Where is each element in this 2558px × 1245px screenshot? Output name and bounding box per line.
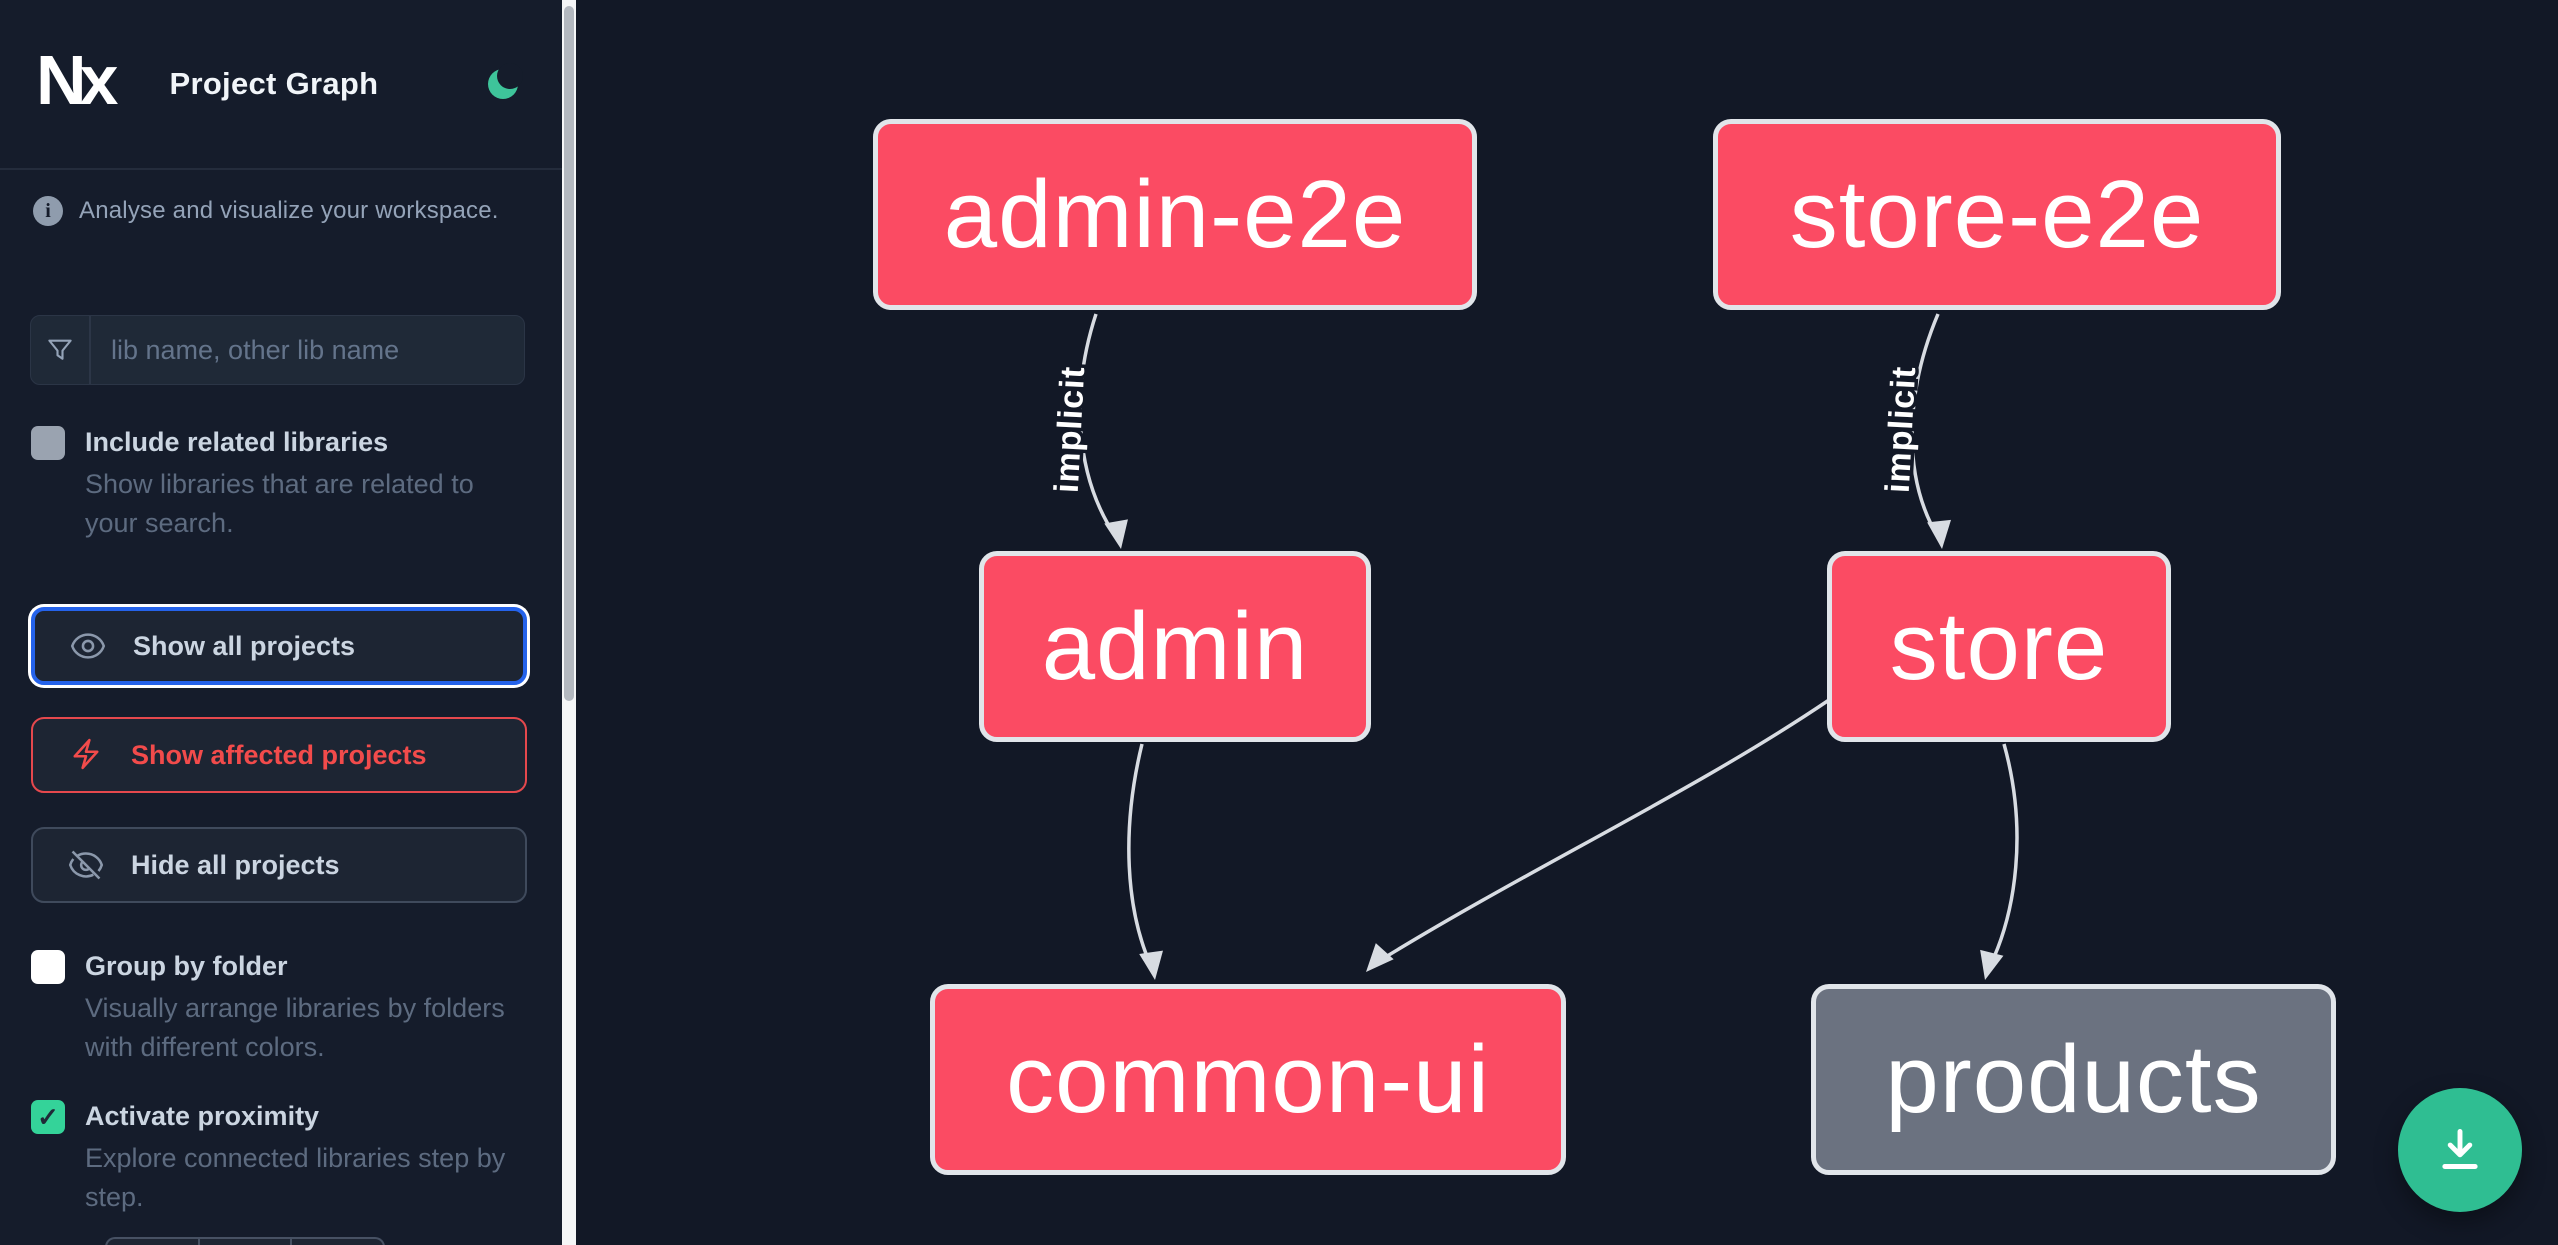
activate-proximity-checkbox[interactable]: ✓	[31, 1100, 65, 1134]
graph-node-common-ui[interactable]: common-ui	[930, 984, 1566, 1175]
stepper-segment[interactable]	[107, 1239, 200, 1245]
sidebar-header: Nx Project Graph	[0, 0, 562, 170]
show-affected-projects-button[interactable]: Show affected projects	[31, 717, 527, 793]
stepper-segment[interactable]	[200, 1239, 293, 1245]
activate-proximity-description: Explore connected libraries step by step…	[85, 1143, 506, 1212]
filter-funnel-icon	[31, 316, 91, 384]
search-input[interactable]	[91, 316, 524, 384]
include-related-description: Show libraries that are related to your …	[85, 469, 474, 538]
include-related-row: Include related libraries Show libraries…	[31, 424, 536, 543]
sidebar-bottom-stepper-partial[interactable]	[105, 1237, 385, 1245]
include-related-checkbox[interactable]	[31, 426, 65, 460]
sidebar-scrollbar[interactable]	[562, 0, 576, 1245]
graph-node-admin-e2e[interactable]: admin-e2e	[873, 119, 1477, 310]
group-by-folder-checkbox[interactable]	[31, 950, 65, 984]
edge-admin-e2e-to-admin[interactable]	[1078, 313, 1133, 551]
moon-icon	[484, 62, 524, 106]
include-related-label: Include related libraries	[85, 427, 389, 457]
edge-admin-to-common-ui[interactable]	[1127, 743, 1167, 982]
theme-toggle-button[interactable]	[482, 62, 526, 106]
scrollbar-thumb[interactable]	[564, 6, 574, 701]
edge-store-to-products[interactable]	[1973, 743, 2019, 983]
download-graph-button[interactable]	[2398, 1088, 2522, 1212]
edge-label-implicit: implicit	[1048, 365, 1093, 494]
info-icon: i	[33, 196, 63, 226]
graph-edges-layer: implicit implicit	[1044, 313, 2019, 983]
graph-node-admin[interactable]: admin	[979, 551, 1371, 742]
workspace-tagline: i Analyse and visualize your workspace.	[33, 196, 533, 226]
show-affected-projects-label: Show affected projects	[131, 739, 427, 770]
eye-off-icon	[67, 846, 105, 884]
edge-store-e2e-to-store[interactable]	[1910, 313, 1954, 550]
sidebar: Nx Project Graph i Analyse and visualize…	[0, 0, 562, 1245]
hide-all-projects-button[interactable]: Hide all projects	[31, 827, 527, 903]
group-by-folder-label: Group by folder	[85, 951, 288, 981]
edge-label-implicit: implicit	[1879, 365, 1924, 494]
search-box	[30, 315, 525, 385]
group-by-folder-row: Group by folder Visually arrange librari…	[31, 948, 536, 1067]
graph-node-products[interactable]: products	[1811, 984, 2336, 1175]
download-icon	[2432, 1121, 2488, 1180]
bolt-icon	[67, 736, 105, 774]
show-all-projects-label: Show all projects	[133, 630, 356, 661]
check-icon: ✓	[37, 1101, 59, 1132]
show-all-projects-button[interactable]: Show all projects	[31, 607, 527, 685]
stepper-segment[interactable]	[292, 1239, 383, 1245]
hide-all-projects-label: Hide all projects	[131, 849, 340, 880]
nx-logo: Nx	[36, 41, 119, 119]
project-graph-canvas[interactable]: implicit implicit admin-e2e store-e2e ad…	[576, 0, 2558, 1245]
edge-store-to-common-ui[interactable]	[1357, 698, 1830, 980]
eye-icon	[69, 627, 107, 665]
graph-node-store[interactable]: store	[1827, 551, 2171, 742]
activate-proximity-row: ✓ Activate proximity Explore connected l…	[31, 1098, 536, 1217]
activate-proximity-label: Activate proximity	[85, 1101, 320, 1131]
graph-node-store-e2e[interactable]: store-e2e	[1713, 119, 2281, 310]
tagline-text: Analyse and visualize your workspace.	[79, 197, 499, 224]
page-title: Project Graph	[169, 66, 379, 101]
group-by-folder-description: Visually arrange libraries by folders wi…	[85, 993, 505, 1062]
